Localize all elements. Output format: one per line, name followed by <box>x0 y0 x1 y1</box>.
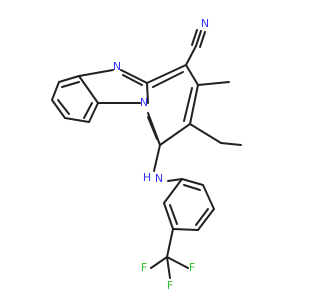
atom-label-n-amine: N <box>155 172 163 185</box>
bond-b4 <box>64 117 90 123</box>
bond-a1 <box>181 178 204 186</box>
bond-i1 <box>78 69 114 77</box>
atom-label-n-imine: N <box>113 60 121 73</box>
bond-a5 <box>163 202 174 230</box>
bond-b5 <box>88 102 99 123</box>
atom-label-n-ring: N <box>140 96 148 109</box>
molecule-canvas: N N N N H F F F <box>0 0 300 300</box>
atom-label-layer: N N N N H F F F <box>113 17 209 292</box>
bond-methyl <box>197 81 230 86</box>
bond-i3 <box>146 82 149 104</box>
atom-label-h-amine: H <box>143 171 151 184</box>
bond-cf3-link <box>166 228 174 258</box>
bond-ethyl-1 <box>189 123 222 144</box>
atom-label-f-left: F <box>141 261 147 274</box>
bond-a4 <box>172 228 199 231</box>
bond-i2 <box>120 69 148 84</box>
bond-a3 <box>197 208 215 231</box>
bond-p5-inner <box>147 116 158 140</box>
bond-p5 <box>147 112 161 146</box>
atom-label-n-nitrile: N <box>201 17 209 30</box>
bond-amine-link <box>153 144 161 172</box>
bond-p4 <box>159 123 191 146</box>
bond-p1-inner <box>152 71 184 88</box>
bond-cf3-left <box>150 256 168 269</box>
bond-b3-inner <box>57 99 70 115</box>
bond-a1-inner <box>183 184 201 191</box>
bond-amine-aryl <box>167 178 183 182</box>
molecule-structure: N N N N H F F F <box>0 0 300 300</box>
background <box>0 0 300 300</box>
atom-label-f-bottom: F <box>167 279 173 292</box>
bond-b2 <box>51 81 60 101</box>
bond-b5-inner <box>83 102 93 119</box>
bond-b3 <box>51 99 66 119</box>
bond-p3 <box>189 84 199 125</box>
bond-nitrile-triple-2 <box>191 29 198 46</box>
bond-layer <box>51 29 242 279</box>
bond-a6 <box>163 178 183 204</box>
bond-cf3-right <box>166 256 189 269</box>
bond-nitrile-triple-1 <box>195 30 202 47</box>
bond-nitrile-triple-3 <box>199 31 206 48</box>
bond-a2 <box>202 184 215 210</box>
bond-p1 <box>146 64 187 84</box>
bond-i2-inner <box>122 74 143 86</box>
bond-cf3-down <box>166 256 171 279</box>
atom-label-f-right: F <box>189 261 195 274</box>
bond-p2 <box>185 64 199 86</box>
bond-b1-inner <box>61 81 80 88</box>
bond-a5-inner <box>169 204 178 225</box>
bond-b6 <box>78 75 99 104</box>
bond-a3-inner <box>195 208 209 226</box>
bond-b1 <box>58 75 80 83</box>
bond-ethyl-2 <box>220 142 242 146</box>
bond-nitrile-c <box>185 45 197 66</box>
bond-p3-inner <box>183 87 193 122</box>
